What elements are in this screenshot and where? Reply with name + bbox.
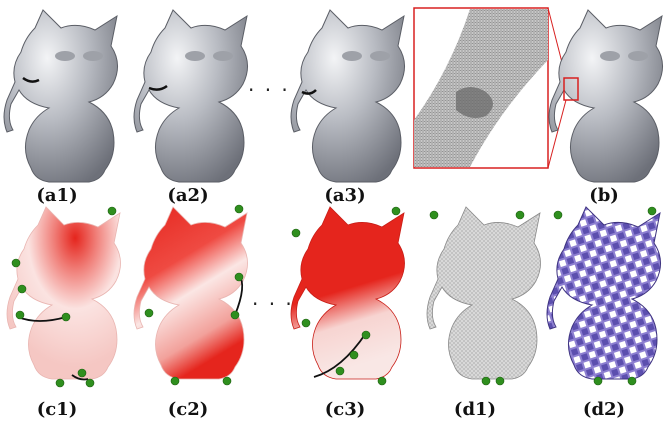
panel-b-zoom-inset: [413, 7, 567, 169]
panel-c1-cat: [6, 206, 122, 388]
cut-path: [301, 89, 317, 95]
label-a2: (a2): [167, 185, 209, 206]
panel-a3-cat: [290, 9, 406, 183]
panel-b-cat: [548, 9, 664, 183]
panel-d2-cat: [546, 206, 662, 386]
label-c2: (c2): [167, 399, 209, 420]
panel-c2-cat: [133, 204, 249, 386]
panel-c3-cat: [290, 206, 406, 386]
panel-a2-cat: [133, 9, 249, 183]
label-d2: (d2): [582, 399, 626, 420]
cut-path: [313, 332, 367, 378]
ellipsis-row1: · · ·: [248, 78, 290, 102]
panel-a1-cat: [3, 9, 119, 183]
seed-points: [553, 206, 657, 386]
zoom-box: [563, 77, 579, 101]
seed-points: [429, 210, 525, 386]
panel-d1-cat: [426, 206, 542, 386]
cut-path: [148, 84, 168, 91]
label-b: (b): [589, 185, 619, 206]
label-c3: (c3): [324, 399, 366, 420]
label-a1: (a1): [36, 185, 78, 206]
ellipsis-row2: · · ·: [252, 292, 294, 316]
label-a3: (a3): [324, 185, 366, 206]
cut-path: [22, 76, 40, 83]
label-d1: (d1): [453, 399, 497, 420]
seed-points: [291, 206, 401, 386]
label-c1: (c1): [36, 399, 78, 420]
seed-points: [11, 206, 117, 388]
seed-points: [144, 204, 244, 386]
